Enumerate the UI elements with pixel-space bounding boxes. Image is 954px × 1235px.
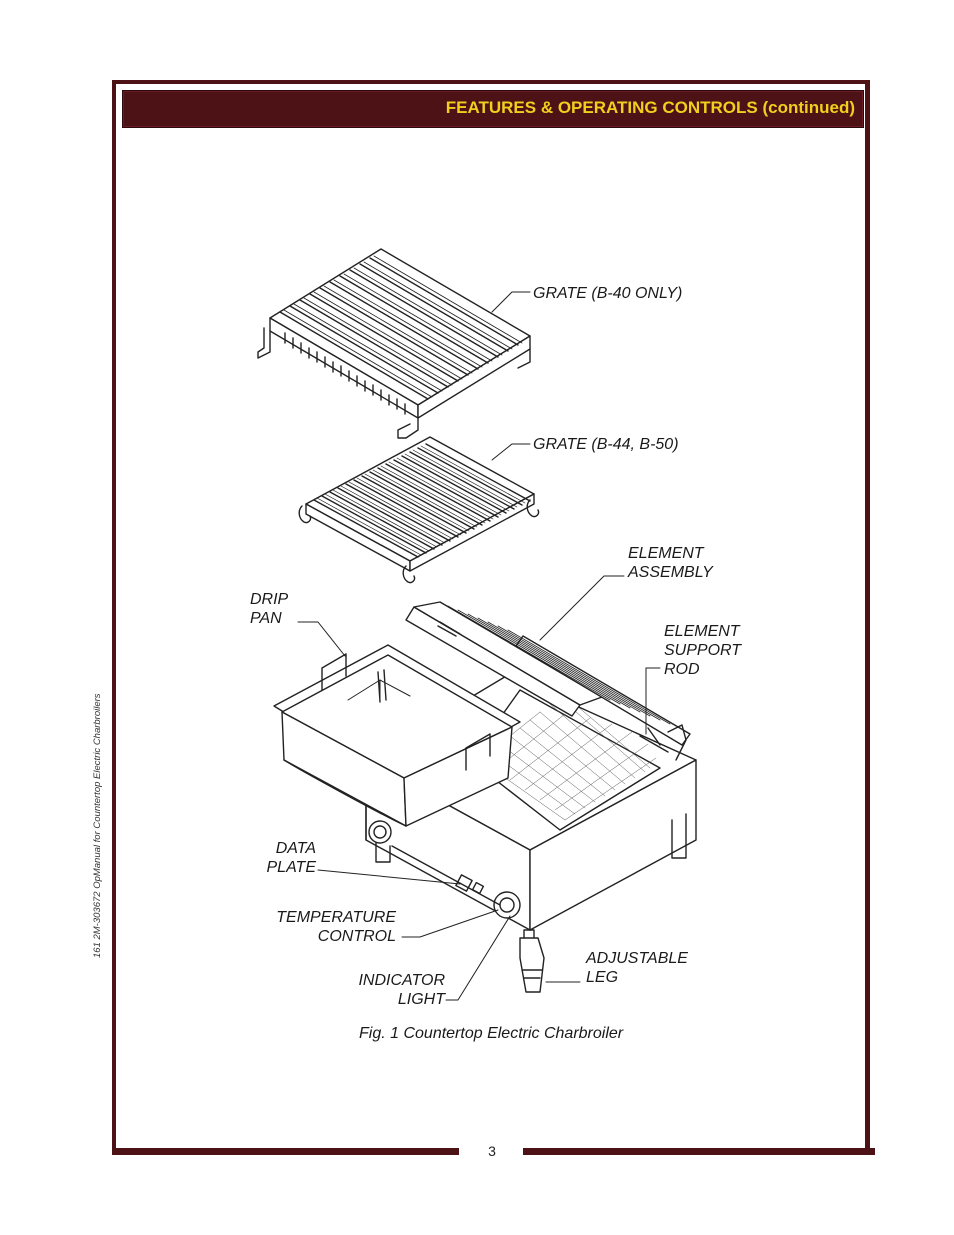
- page-frame: [112, 80, 870, 1150]
- callout-line: DATA: [275, 840, 316, 857]
- leader-lines: [297, 291, 661, 1001]
- grate-b40-illustration: [257, 248, 531, 439]
- callout-line: ROD: [664, 661, 700, 678]
- callout-line: LEG: [586, 969, 619, 986]
- callout-drip-pan: DRIP PAN: [250, 590, 288, 628]
- callout-line: SUPPORT: [664, 642, 742, 659]
- grate-b44-illustration: [298, 436, 540, 584]
- callout-line: TEMPERATURE: [276, 909, 396, 926]
- callout-line: INDICATOR: [358, 972, 445, 989]
- callout-line: ELEMENT: [664, 623, 740, 640]
- callout-line: ADJUSTABLE: [586, 950, 688, 967]
- section-header: FEATURES & OPERATING CONTROLS (continued…: [122, 90, 864, 128]
- callout-line: PLATE: [266, 859, 317, 876]
- figure-caption: Fig. 1 Countertop Electric Charbroiler: [359, 1025, 624, 1042]
- callout-data-plate: DATA PLATE: [230, 839, 317, 877]
- callout-line: LIGHT: [397, 991, 445, 1008]
- section-title: FEATURES & OPERATING CONTROLS (continued…: [445, 98, 855, 117]
- callout-line: ELEMENT: [628, 545, 704, 562]
- callout-adjustable-leg: ADJUSTABLE LEG: [586, 949, 688, 987]
- bottom-rule-left: [112, 1148, 459, 1155]
- callout-element-assembly: ELEMENT ASSEMBLY: [628, 544, 713, 582]
- callout-grate-b44: GRATE (B-44, B-50): [533, 436, 679, 453]
- callout-line: ASSEMBLY: [628, 564, 713, 581]
- callout-indicator-light: INDICATOR LIGHT: [340, 971, 445, 1009]
- callout-line: DRIP: [250, 591, 289, 608]
- callout-element-support-rod: ELEMENT SUPPORT ROD: [664, 622, 741, 679]
- drip-pan-illustration: [273, 644, 521, 827]
- callout-temperature-control: TEMPERATURE CONTROL: [250, 908, 396, 946]
- callout-grate-b40: GRATE (B-40 ONLY): [533, 285, 683, 302]
- callout-line: PAN: [250, 610, 282, 627]
- callout-line: CONTROL: [317, 928, 396, 945]
- bottom-rule-right: [523, 1148, 875, 1155]
- page-number: 3: [488, 1143, 496, 1159]
